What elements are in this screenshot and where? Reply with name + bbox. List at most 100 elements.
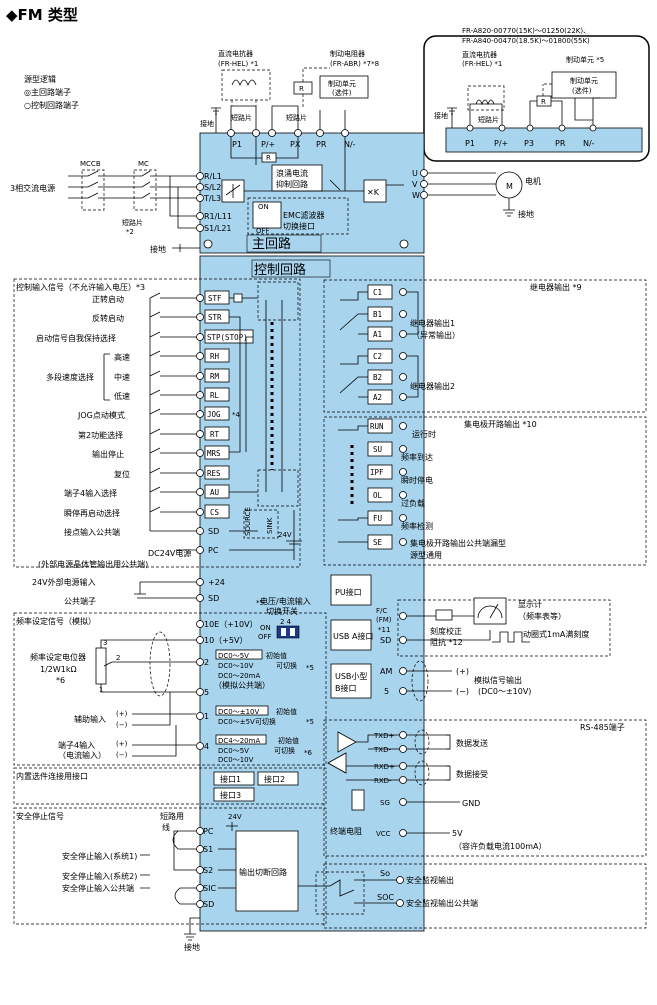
terminal-txd-plus: TXD+ — [373, 732, 394, 740]
mccb-label: MCCB — [80, 160, 101, 168]
short-note-label: 短路片 — [122, 218, 143, 227]
inset-terminal-p: P/+ — [494, 139, 508, 148]
terminal-txd-minus: TXD- — [373, 746, 391, 754]
dc24-label-2: (外部电源晶体管输出用公共端) — [38, 559, 148, 569]
emc-label-1: EMC滤波器 — [283, 210, 325, 220]
terminal-res: RES — [207, 469, 221, 478]
emc-on-label: ON — [258, 203, 269, 211]
inset-terminal-pr: PR — [555, 139, 566, 148]
terminal-w: W — [412, 191, 420, 200]
t4-range-3: DC0～10V — [218, 756, 254, 764]
am-terminal: AM — [380, 667, 392, 676]
label-mid-speed: 中速 — [114, 372, 130, 382]
t4-init: 初始值 — [278, 736, 299, 745]
switch-numbers: 2 4 — [280, 618, 292, 626]
option-interface-frame — [13, 767, 327, 805]
svg-text:R: R — [299, 85, 304, 93]
pu-port[interactable] — [330, 574, 372, 606]
oc-overload-label: 过负载 — [401, 498, 425, 508]
data-receive-label: 数据接受 — [456, 769, 488, 779]
t1-range-1: DC0～±10V — [218, 708, 260, 716]
relay2-label: 继电器输出2 — [410, 381, 455, 391]
inset-ground: 接地 — [434, 111, 448, 120]
terminal-rh: RH — [210, 352, 220, 361]
terminal-plus24: +24 — [208, 578, 225, 587]
t2-range-2: DC0～10V — [218, 662, 254, 670]
main-circuit-title: 主回路 — [252, 236, 291, 252]
control-circuit-title: 控制回路 — [254, 262, 306, 278]
oc-terminal-circles — [399, 422, 407, 546]
calibration-label-2: 阻抗 *12 — [430, 637, 463, 647]
mc-label: MC — [138, 160, 149, 168]
control-input-labels: 正转启动 反转启动 启动信号自我保持选择 高速 中速 低速 JOG点动模式 第2… — [36, 294, 130, 537]
terminal-jog: JOG — [207, 410, 221, 419]
terminal-px: PX — [290, 140, 301, 149]
data-send-label: 数据发送 — [456, 738, 488, 748]
logic-control-terminal: ○控制回路端子 — [24, 100, 79, 110]
fm-note: *11 — [378, 626, 390, 634]
port-3[interactable] — [213, 787, 255, 802]
option-interface-heading: 内置选件连接用接口 — [16, 771, 88, 781]
aux-plus: (+) — [116, 710, 128, 718]
terminal-rt: RT — [210, 430, 220, 439]
t2-note: *5 — [306, 664, 314, 672]
open-collector-heading: 集电极开路输出 *10 — [464, 419, 537, 429]
terminal-t-l3: T/L3 — [203, 194, 221, 203]
bottom-ground-label: 接地 — [184, 942, 200, 952]
output-cutoff-label: 输出切断回路 — [239, 867, 287, 877]
inset-terminal-strip — [445, 127, 643, 153]
label-forward-start: 正转启动 — [92, 294, 124, 304]
label-reset: 复位 — [114, 469, 130, 479]
am-5-terminal: 5 — [384, 687, 389, 696]
mccb-switch — [68, 169, 200, 211]
analog-output-label-2: (DC0～±10V) — [478, 687, 531, 696]
terminal-b2: B2 — [373, 373, 382, 382]
terminal-vcc: VCC — [376, 830, 391, 838]
port-1[interactable] — [213, 771, 255, 786]
pot-pin-2: 2 — [116, 654, 120, 662]
safety-input-1-label: 安全停止输入(系统1) — [62, 851, 137, 861]
emc-label-2: 切换接口 — [283, 221, 315, 231]
open-collector-frame — [323, 416, 647, 566]
inset-dc-reactor: 直流电抗器 — [462, 50, 497, 59]
calibration-label-1: 刻度校正 — [430, 626, 462, 636]
brake-unit-box — [319, 75, 369, 99]
usb-mini-b-label-2: B接口 — [335, 683, 357, 693]
source-label: SOURCE — [244, 507, 252, 536]
t4-range-1: DC4～20mA — [218, 737, 260, 745]
dip-switch[interactable] — [276, 625, 300, 639]
safety-frame — [13, 807, 327, 925]
pu-port-label: PU接口 — [335, 587, 362, 597]
terminal-sic: SIC — [203, 884, 216, 893]
t4-range-2: DC0～5V — [218, 747, 249, 755]
common-terminal-label: 公共端子 — [64, 596, 96, 606]
label-output-stop: 输出停止 — [92, 449, 124, 459]
inset-brake-unit-box — [551, 71, 617, 99]
port-2[interactable] — [257, 771, 299, 786]
usb-a-port[interactable] — [330, 619, 372, 651]
terminal-str: STR — [208, 313, 222, 322]
terminal-c2: C2 — [373, 352, 382, 361]
terminal-run: RUN — [370, 422, 384, 431]
motor-ground-label: 接地 — [518, 209, 534, 219]
terminal-so: So — [380, 869, 390, 878]
terminal-safety-pc: PC — [203, 827, 214, 836]
sink-label: SINK — [266, 517, 274, 534]
short-bar-label-2: 短路片 — [286, 113, 307, 122]
oc-terminal-boxes — [367, 418, 393, 550]
brake-unit-line2: (选件) — [332, 88, 352, 97]
relay-terminal-boxes — [367, 284, 393, 405]
terminal-s2: S2 — [203, 866, 213, 875]
power-source-label: 3相交流电源 — [10, 183, 55, 193]
t2-switchable: 可切换 — [276, 661, 297, 670]
oc-instant-stop-label: 瞬时停电 — [401, 475, 433, 485]
meter-label-2: （频率表等） — [518, 611, 566, 621]
usb-mini-b-port[interactable] — [330, 663, 372, 699]
logic-heading: 源型逻辑 — [24, 74, 56, 84]
terminal-5: 5 — [204, 688, 209, 697]
pot-label-2: 1/2W1kΩ — [40, 665, 77, 674]
terminal-resistor-label: 终端电阻 — [330, 826, 362, 836]
terminal4-input-label-2: （电流输入） — [58, 750, 106, 760]
dc-reactor-label: 直流电抗器 — [218, 49, 253, 58]
